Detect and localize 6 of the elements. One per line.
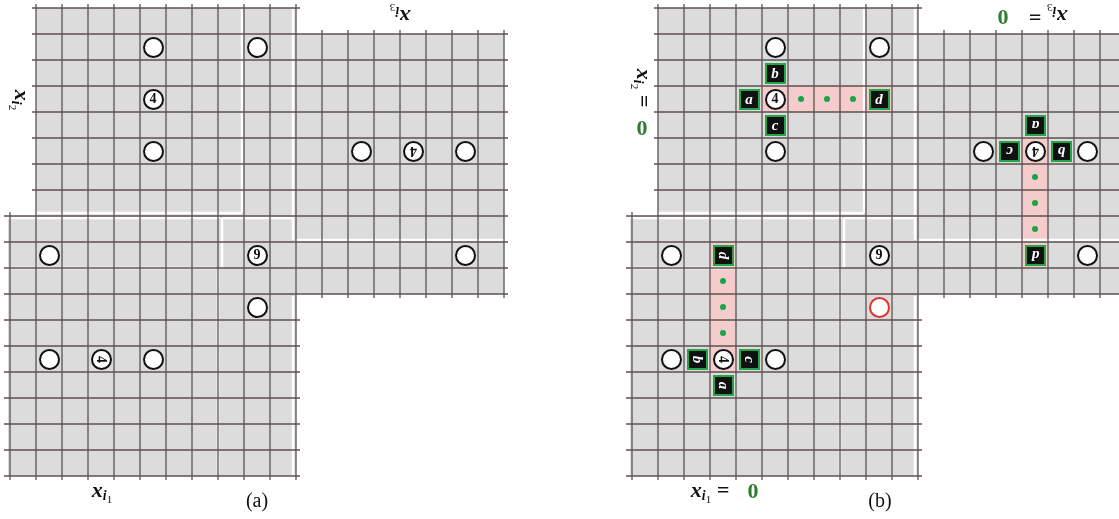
panel-label: (a) [245, 490, 269, 510]
axis-value: 0 [636, 117, 648, 139]
axis-label: x$_{i}$$_{1}$ = [690, 479, 730, 505]
axis-value: 0 [747, 480, 759, 502]
panel-label: (b) [868, 490, 892, 510]
axis-value: 0 [997, 6, 1009, 28]
